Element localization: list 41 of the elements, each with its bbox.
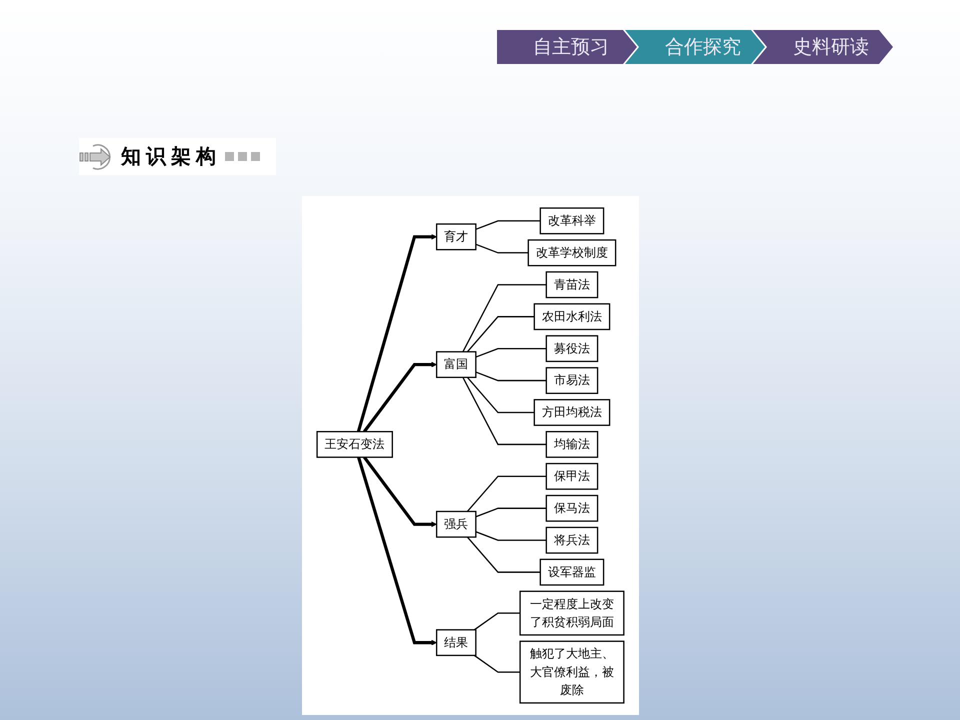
process-box: 王安石变法 xyxy=(316,431,393,458)
process-box: 农田水利法 xyxy=(534,303,610,330)
process-box: 结果 xyxy=(436,629,476,656)
connector-line xyxy=(466,376,534,414)
connector-line xyxy=(466,316,534,352)
process-box: 市易法 xyxy=(546,367,598,394)
connector-line xyxy=(474,654,520,673)
process-box: 一定程度上改变了积贫积弱局面 xyxy=(519,590,624,636)
process-box: 保马法 xyxy=(546,494,598,522)
process-box: 改革学校制度 xyxy=(528,239,616,266)
connector-line xyxy=(462,284,546,352)
connector-line xyxy=(474,612,520,630)
nav-tab: 史料研读 xyxy=(753,30,893,64)
process-box: 青苗法 xyxy=(546,271,598,298)
nav-tab: 自主预习 xyxy=(497,30,637,64)
process-box: 方田均税法 xyxy=(534,399,610,426)
process-box: 均输法 xyxy=(546,431,598,458)
process-box: 设军器监 xyxy=(540,558,604,586)
arrow xyxy=(356,234,437,432)
process-box: 强兵 xyxy=(436,510,476,538)
connector-line xyxy=(476,220,540,230)
arrow xyxy=(363,456,437,528)
process-box: 富国 xyxy=(436,351,476,378)
connector-line xyxy=(466,476,546,512)
arrow xyxy=(363,362,437,433)
connector-line xyxy=(476,348,546,358)
connector-line xyxy=(476,508,546,518)
connector-line xyxy=(476,372,546,382)
arrow xyxy=(357,456,437,646)
connector-line xyxy=(476,531,546,541)
process-box: 保甲法 xyxy=(546,462,598,490)
process-box: 改革科举 xyxy=(540,207,604,234)
connector-line xyxy=(476,244,528,254)
process-box: 育才 xyxy=(436,223,476,250)
process-box: 将兵法 xyxy=(546,526,598,554)
process-box: 募役法 xyxy=(546,335,598,362)
connector-line xyxy=(466,536,540,573)
nav-tab: 合作探究 xyxy=(625,30,765,64)
process-box: 触犯了大地主、大官僚利益，被废除 xyxy=(519,640,624,704)
connector-line xyxy=(462,377,546,446)
title: 知识架构 xyxy=(121,143,221,170)
